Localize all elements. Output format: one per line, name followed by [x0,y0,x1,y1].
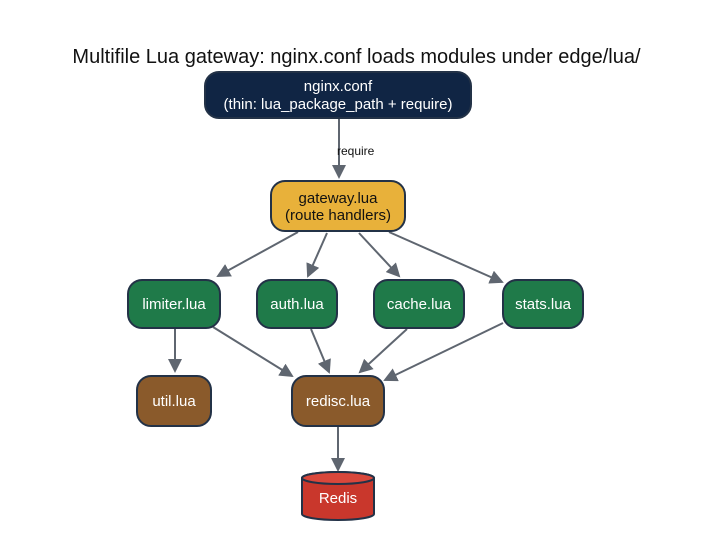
node-stats-lua: stats.lua [502,279,584,329]
node-cache-lua-box [373,279,465,329]
node-stats-lua-box [502,279,584,329]
node-cache-lua-label: cache.lua [387,296,452,313]
node-redis-cylinder-top [301,471,375,485]
node-cache-lua: cache.lua [373,279,465,329]
edge-gateway-to-auth [306,232,328,278]
edges: require [168,117,504,472]
node-limiter-lua-box [127,279,221,329]
edge-gateway-to-stats [388,231,504,284]
node-redisc-lua: redisc.lua [291,375,385,427]
node-util-lua: util.lua [136,375,212,427]
edge-limiter-to-redisc [212,326,294,378]
node-redisc-lua-box [291,375,385,427]
edge-label-require: require [337,144,375,158]
node-util-lua-label: util.lua [152,393,196,410]
edge-gateway-to-cache [358,232,401,278]
node-gateway-lua-subtitle: (route handlers) [285,207,391,224]
edge-auth-to-redisc [310,328,331,374]
node-stats-lua-label: stats.lua [515,296,572,313]
node-redis-store: Redis [301,471,375,521]
edge-cache-to-redisc [358,328,408,374]
node-nginx-conf-subtitle: (thin: lua_package_path + require) [224,96,453,113]
edge-gateway-to-limiter [216,231,299,277]
node-limiter-lua-label: limiter.lua [142,296,206,313]
node-auth-lua: auth.lua [256,279,338,329]
node-redis-label: Redis [319,490,357,507]
node-redisc-lua-label: redisc.lua [306,393,371,410]
node-gateway-lua: gateway.lua (route handlers) [270,180,406,232]
node-util-lua-box [136,375,212,427]
node-auth-lua-label: auth.lua [270,296,324,313]
node-gateway-lua-box [270,180,406,232]
node-nginx-conf-title: nginx.conf [304,78,373,95]
node-auth-lua-box [256,279,338,329]
diagram-title: Multifile Lua gateway: nginx.conf loads … [72,46,641,68]
node-limiter-lua: limiter.lua [127,279,221,329]
node-gateway-lua-title: gateway.lua [299,190,379,207]
edge-stats-to-redisc [383,322,504,382]
node-nginx-conf: nginx.conf (thin: lua_package_path + req… [204,71,472,119]
node-nginx-conf-box [204,71,472,119]
